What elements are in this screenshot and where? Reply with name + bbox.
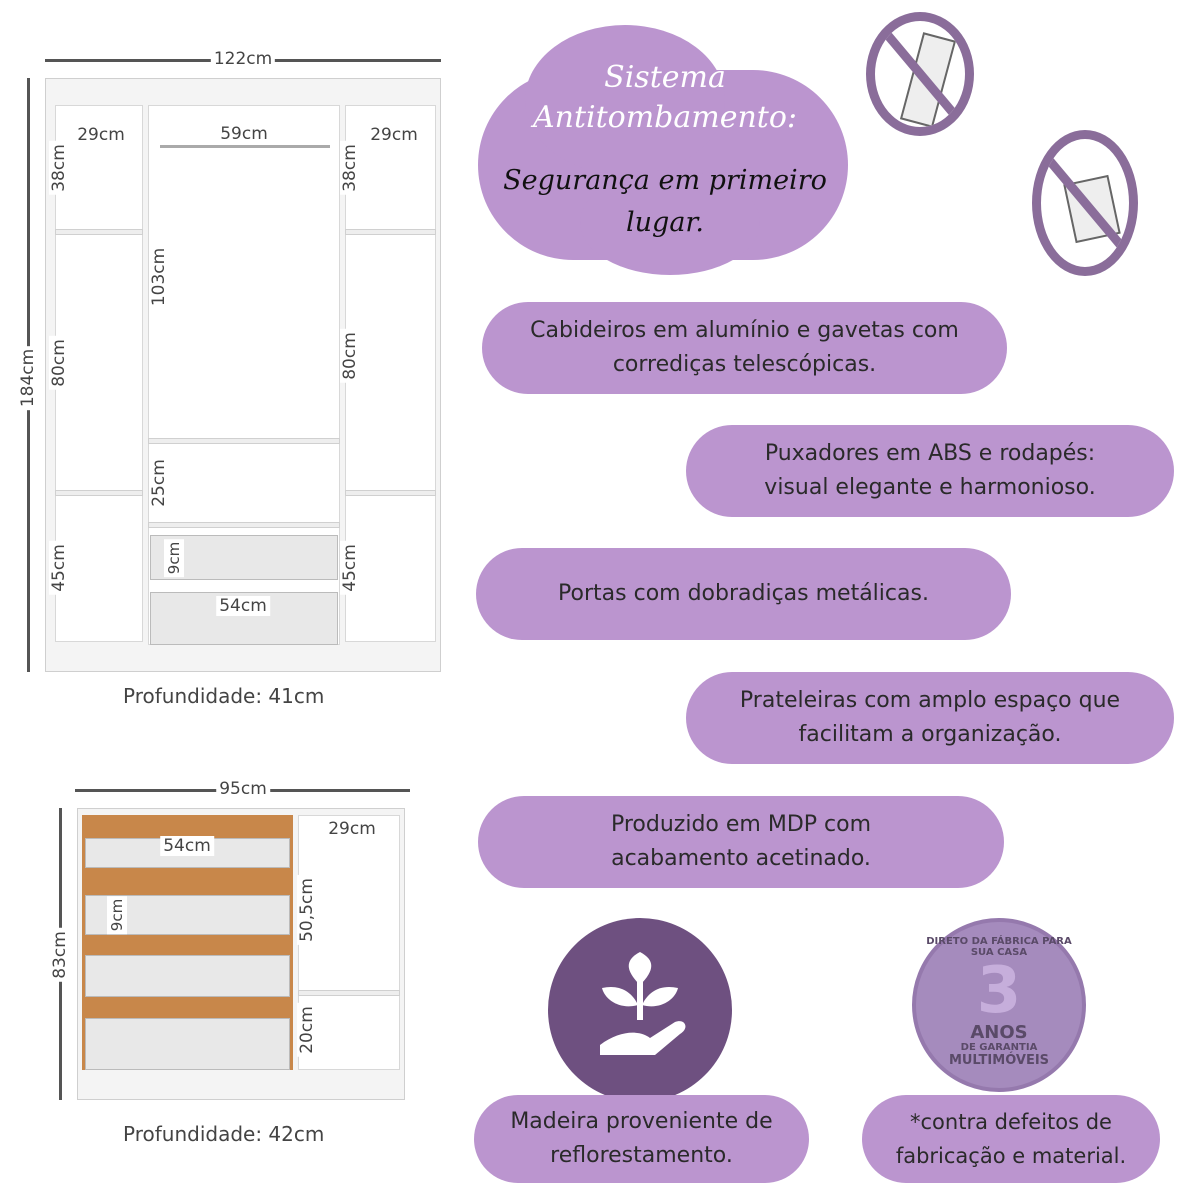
- feature-text: Portas com dobradiças metálicas.: [558, 581, 929, 606]
- dim-label: 29cm: [325, 819, 379, 839]
- dim-label: 45cm: [340, 541, 360, 595]
- feature-pill: Portas com dobradiças metálicas.: [476, 548, 1011, 640]
- shelf: [148, 438, 340, 444]
- dim-label: 59cm: [217, 124, 271, 144]
- seal-number: 3: [976, 954, 1022, 1028]
- feature-text: Prateleiras com amplo espaço que facilit…: [739, 688, 1121, 747]
- dim-label: 9cm: [164, 538, 184, 578]
- dresser-height: 83cm: [50, 928, 70, 982]
- seal-brand: MULTIMÓVEIS: [948, 1053, 1050, 1068]
- headline-line: Antitombamento:: [532, 100, 798, 135]
- dim-label: 38cm: [340, 141, 360, 195]
- dim-label: 25cm: [149, 456, 169, 510]
- seal-anos: ANOS: [970, 1022, 1028, 1043]
- shelf: [345, 229, 436, 235]
- dresser-icon: [1063, 174, 1121, 244]
- headline-title: Sistema Antitombamento:: [480, 58, 850, 138]
- feature-text: Puxadores em ABS e rodapés: visual elega…: [764, 441, 1096, 500]
- plant-in-hand-icon: [600, 952, 686, 1055]
- wardrobe-height: 184cm: [18, 345, 38, 411]
- headline-line: Segurança em primeiro: [503, 165, 827, 196]
- shelf: [148, 522, 340, 528]
- wardrobe-icon: [899, 32, 957, 127]
- drawer: [85, 955, 290, 997]
- wardrobe-depth: Profundidade: 41cm: [123, 684, 325, 708]
- dresser-depth: Profundidade: 42cm: [123, 1122, 325, 1146]
- dim-label: 9cm: [107, 895, 127, 935]
- no-tipping-dresser-icon: [1032, 130, 1138, 276]
- drawer: [85, 1018, 290, 1070]
- hanging-rail: [160, 145, 330, 148]
- right-column: [345, 105, 436, 642]
- shelf: [298, 990, 400, 996]
- feature-pill: Produzido em MDP com acabamento acetinad…: [478, 796, 1004, 888]
- wardrobe-width: 122cm: [210, 49, 276, 69]
- cloud-shape: [580, 170, 760, 275]
- dim-label: 45cm: [49, 541, 69, 595]
- dim-label: 50,5cm: [297, 875, 317, 945]
- feature-pill: Cabideiros em alumínio e gavetas com cor…: [482, 302, 1007, 394]
- headline-line: lugar.: [626, 207, 704, 238]
- dresser-width: 95cm: [216, 779, 270, 799]
- dim-label: 29cm: [367, 125, 421, 145]
- warranty-pill: *contra defeitos de fabricação e materia…: [862, 1095, 1160, 1183]
- shelf: [55, 490, 143, 496]
- feature-text: Produzido em MDP com acabamento acetinad…: [610, 812, 871, 871]
- warranty-text: *contra defeitos de fabricação e materia…: [895, 1110, 1127, 1168]
- headline-line: Sistema: [604, 60, 726, 95]
- no-tipping-wardrobe-icon: [866, 12, 974, 136]
- shelf: [55, 229, 143, 235]
- dim-label: 80cm: [340, 329, 360, 383]
- eco-text: Madeira proveniente de reflorestamento.: [510, 1109, 773, 1168]
- eco-badge: [548, 918, 732, 1102]
- shelf: [345, 490, 436, 496]
- dim-label: 103cm: [149, 244, 169, 310]
- feature-pill: Puxadores em ABS e rodapés: visual elega…: [686, 425, 1174, 517]
- dim-label: 38cm: [49, 141, 69, 195]
- headline-subtitle: Segurança em primeiro lugar.: [480, 160, 850, 244]
- feature-pill: Prateleiras com amplo espaço que facilit…: [686, 672, 1174, 764]
- cloud-shape: [525, 25, 725, 175]
- dim-label: 20cm: [297, 1003, 317, 1057]
- dim-label: 80cm: [49, 336, 69, 390]
- feature-text: Cabideiros em alumínio e gavetas com cor…: [530, 318, 959, 377]
- seal-garantia: DE GARANTIA: [960, 1042, 1038, 1053]
- dim-label: 29cm: [74, 125, 128, 145]
- eco-pill: Madeira proveniente de reflorestamento.: [474, 1095, 809, 1183]
- warranty-seal: DIRETO DA FÁBRICA PARA SUA CASA 3 ANOS D…: [912, 918, 1086, 1092]
- dim-label: 54cm: [160, 836, 214, 856]
- dim-label: 54cm: [216, 596, 270, 616]
- seal-top-text: DIRETO DA FÁBRICA PARA SUA CASA: [926, 936, 1072, 958]
